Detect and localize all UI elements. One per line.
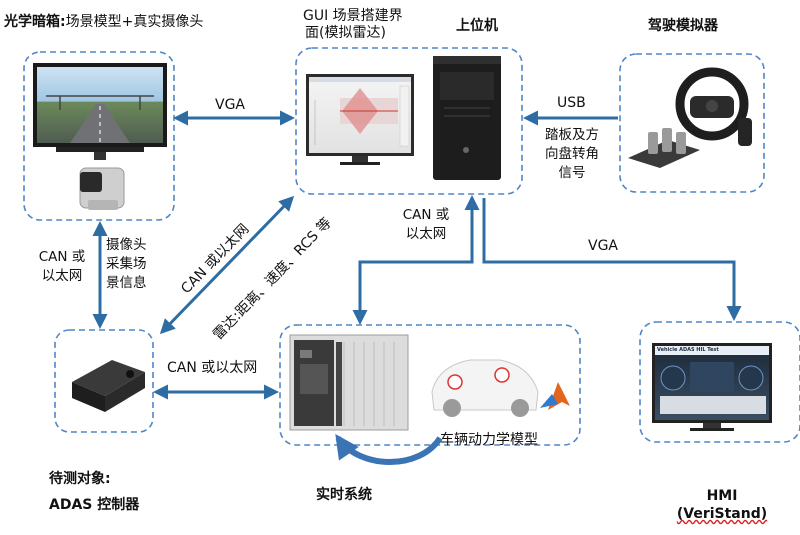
hmi-label: HMI (VeriStand) [672, 487, 772, 523]
can-eth-left-line1: CAN 或 [38, 249, 86, 265]
host-label: 上位机 [456, 18, 498, 34]
hmi-label-line1: HMI [706, 488, 738, 504]
gui-label-line1: GUI 场景搭建界 [303, 8, 403, 24]
realtime-box-frame [279, 324, 581, 446]
vga-hmi-arrow [482, 198, 742, 321]
usb-label: USB [557, 95, 586, 111]
can-eth-host-line1: CAN 或 [402, 207, 450, 223]
can-eth-left-line2: 以太网 [41, 268, 83, 284]
host-box-frame [295, 47, 523, 195]
pedals-image [628, 128, 700, 168]
hmi-box-frame [639, 321, 800, 443]
pedal-signal-line3: 信号 [558, 165, 586, 181]
matlab-logo [540, 382, 570, 410]
adas-label-line1: 待测对象: [49, 471, 111, 487]
gui-monitor-image [306, 74, 414, 165]
tower-pc-image [433, 56, 501, 180]
optical-box-title: 光学暗箱: [4, 14, 66, 30]
adas-label-line2: ADAS 控制器 [49, 497, 140, 513]
can-eth-host-line2: 以太网 [405, 226, 447, 242]
road-monitor-image [33, 63, 167, 160]
pedal-signal-line2: 向盘转角 [545, 146, 599, 162]
camera-info-line1: 摄像头 [106, 237, 147, 253]
optical-box-frame [23, 51, 175, 221]
pedal-signal-line1: 踏板及方 [545, 127, 599, 143]
simulator-box-frame [619, 53, 765, 193]
hmi-screen-title: Vehicle ADAS HIL Test [657, 347, 719, 353]
vehicle-model-label: 车辆动力学模型 [440, 432, 538, 448]
camera-info-line2: 采集场 [106, 256, 147, 272]
can-eth-left-label: CAN 或 以太网 [34, 248, 90, 286]
camera-image [79, 167, 125, 210]
can-eth-host-arrow [352, 195, 480, 325]
adas-label: 待测对象: ADAS 控制器 [49, 466, 139, 518]
adas-box-frame [54, 329, 154, 433]
vga-hmi-label: VGA [588, 238, 619, 254]
can-eth-diagonal-arrow [159, 195, 295, 335]
steering-wheel-image [675, 67, 752, 146]
adas-controller-image [72, 360, 145, 412]
simulator-label: 驾驶模拟器 [648, 18, 718, 34]
can-eth-host-label: CAN 或 以太网 [392, 206, 460, 244]
camera-info-line3: 景信息 [106, 275, 147, 291]
gui-label-line2: 面(模拟雷达) [305, 25, 386, 41]
gui-label: GUI 场景搭建界 面(模拟雷达) [303, 8, 403, 42]
camera-info-label: 摄像头 采集场 景信息 [106, 236, 160, 293]
hmi-monitor-image [652, 343, 772, 431]
pedal-signal-label: 踏板及方 向盘转角 信号 [536, 126, 608, 183]
realtime-label: 实时系统 [316, 487, 372, 503]
hmi-label-line2: (VeriStand) [676, 506, 768, 522]
optical-box-desc: 场景模型+真实摄像头 [65, 14, 204, 30]
model-feedback-curve [335, 434, 443, 465]
vehicle-model-image [431, 359, 539, 417]
optical-box-label: 光学暗箱:场景模型+真实摄像头 [4, 14, 203, 31]
pxi-chassis-image [289, 334, 409, 431]
vga-top-label: VGA [215, 97, 246, 113]
can-eth-bottom-label: CAN 或以太网 [167, 360, 258, 376]
